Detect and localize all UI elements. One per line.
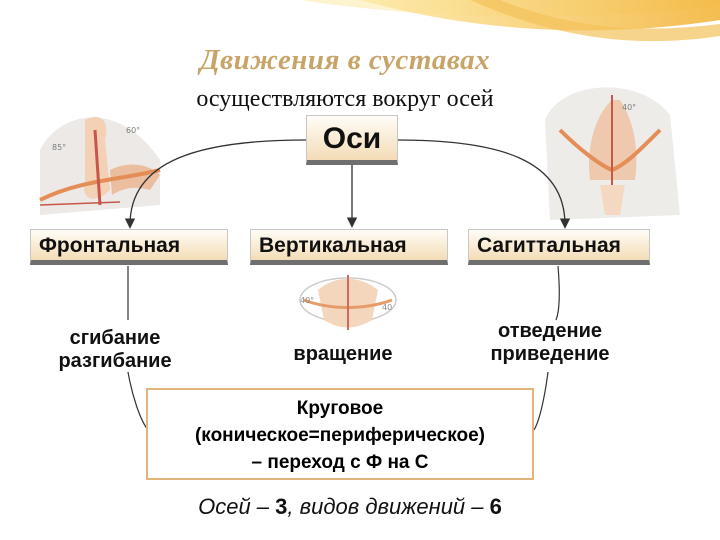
movement-extension: разгибание [58, 350, 172, 372]
movement-abduction: отведение [498, 320, 602, 342]
connectors [124, 139, 571, 229]
summary-axes-count: 3 [275, 494, 288, 519]
flexion-figure: 85° 60° [39, 116, 161, 215]
axes-root-box: Оси [306, 115, 398, 165]
svg-text:40: 40 [382, 303, 392, 312]
decorative-ribbon [300, 0, 720, 42]
movement-adduction: приведение [490, 343, 610, 365]
svg-text:60°: 60° [126, 126, 140, 135]
circular-line-2: (коническое=периферическое) [194, 425, 486, 446]
summary-movement-count: 6 [489, 494, 502, 519]
svg-text:40°: 40° [300, 296, 314, 305]
vertical-movements: вращение [268, 343, 418, 366]
rotation-figure: 40° 40 [299, 275, 397, 330]
circular-line-1: Круговое [296, 398, 384, 419]
slide-title: Движения в суставах [199, 44, 491, 76]
movement-flexion: сгибание [69, 327, 161, 349]
slide-subtitle: осуществляются вокруг осей [196, 86, 494, 112]
summary-line: Осей – 3, видов движений – 6 [0, 494, 700, 520]
svg-text:40°: 40° [622, 103, 636, 112]
summary-text-2: , видов движений – [287, 494, 490, 519]
circular-movement-box: Круговое (коническое=периферическое) – п… [146, 388, 534, 480]
frontal-movements: сгибание разгибание [40, 327, 190, 373]
sagittal-movements: отведение приведение [470, 320, 630, 366]
sagittal-axis-box: Сагиттальная [468, 229, 650, 265]
circular-line-3: – переход с Ф на С [251, 452, 429, 473]
abduction-figure: 40° [545, 87, 680, 220]
movement-rotation: вращение [293, 343, 393, 365]
circular-connectors [127, 265, 560, 431]
summary-text-1: Осей – [198, 494, 276, 519]
frontal-axis-box: Фронтальная [30, 229, 228, 265]
vertical-axis-box: Вертикальная [250, 229, 448, 265]
svg-text:85°: 85° [52, 143, 66, 152]
